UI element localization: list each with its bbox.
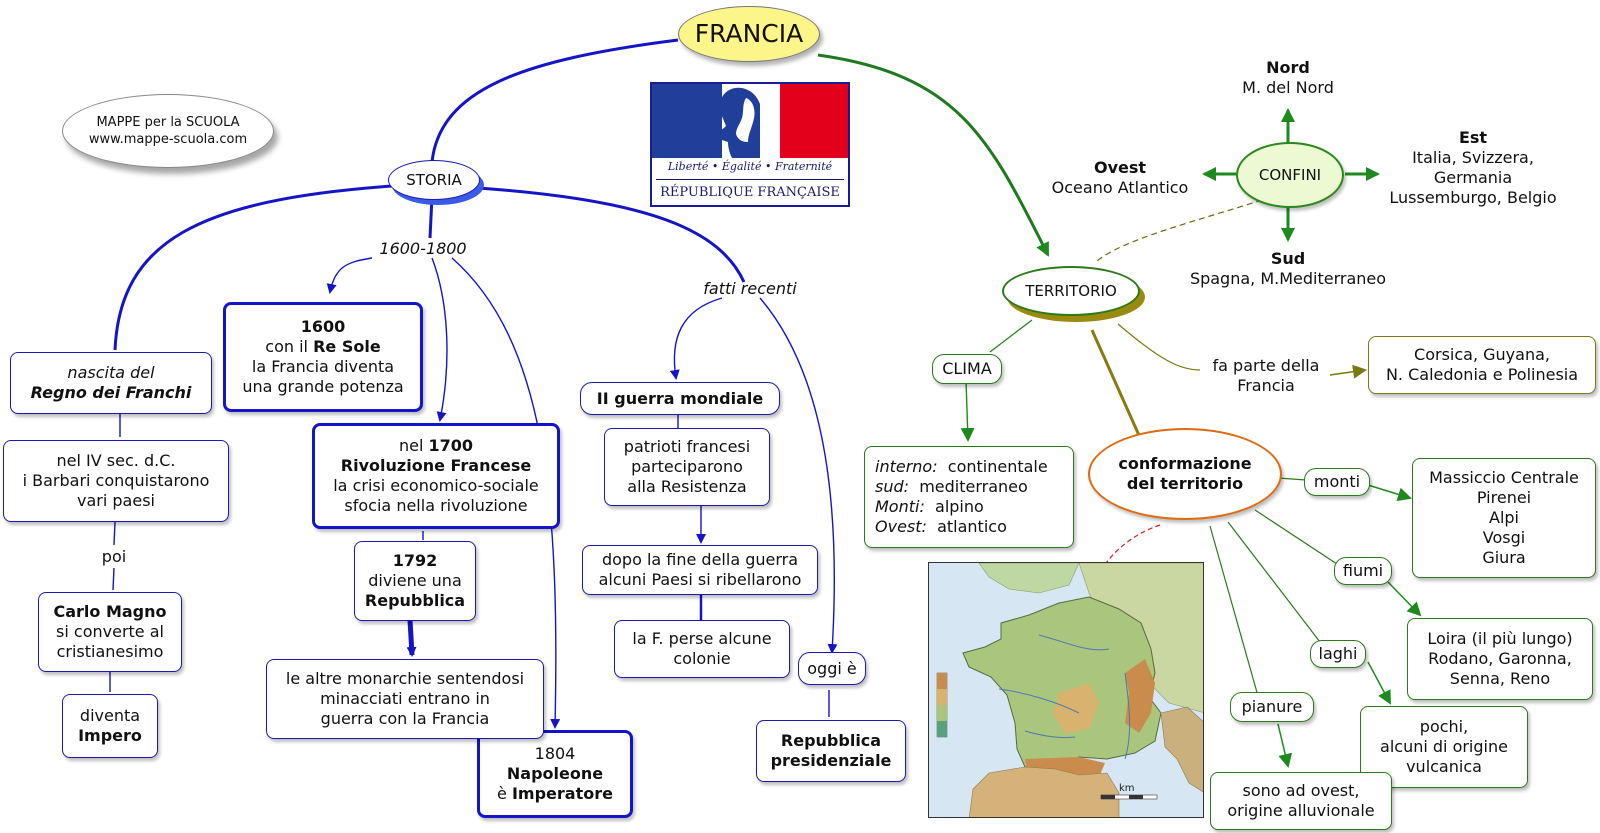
france-map-image (929, 563, 1203, 817)
title-text: FRANCIA (694, 19, 804, 48)
republique-emblem: Liberté • Égalité • Fraternité RÉPUBLIQU… (650, 82, 850, 207)
kingdom-birth-node: nascita del Regno dei Franchi (10, 352, 212, 414)
border-north: Nord M. del Nord (1242, 58, 1334, 97)
emblem-divider (656, 179, 844, 180)
period-label: 1600-1800 (379, 239, 467, 258)
today-label-node: oggi è (798, 652, 866, 685)
plains-label: pianure (1230, 692, 1314, 722)
flag-white (708, 84, 780, 158)
climate-node: CLIMA (932, 354, 1002, 384)
border-west: Ovest Oceano Atlantico (1051, 158, 1189, 197)
title-node: FRANCIA (678, 6, 820, 62)
overseas-territories-node: Corsica, Guyana, N. Caledonia e Polinesi… (1368, 336, 1596, 394)
border-east: Est Italia, Svizzera, Germania Lussembur… (1389, 128, 1557, 207)
resistance-node: patrioti francesi parteciparono alla Res… (604, 428, 770, 506)
sun-king-node: 1600 con il Re Sole la Francia diventa u… (223, 302, 423, 412)
barbarians-node: nel IV sec. d.C. i Barbari conquistarono… (3, 440, 229, 522)
emblem-name: RÉPUBLIQUE FRANÇAISE (660, 185, 840, 200)
napoleon-node: 1804 Napoleone è Imperatore (477, 730, 633, 818)
border-south: Sud Spagna, M.Mediterraneo (1189, 249, 1387, 288)
credit-node: MAPPE per la SCUOLA www.mappe-scuola.com (62, 94, 274, 168)
plains-detail-node: sono ad ovest, origine alluvionale (1210, 772, 1392, 830)
france-relief-map: km (928, 562, 1204, 818)
monarchies-war-node: le altre monarchie sentendosi minacciati… (266, 659, 544, 739)
emblem-flag (652, 84, 848, 158)
republic-node: 1792 diviene una Repubblica (354, 541, 476, 621)
ww2-node: II guerra mondiale (580, 382, 780, 415)
mountains-label: monti (1304, 468, 1370, 496)
colonies-lost-node: la F. perse alcune colonie (614, 620, 790, 678)
emblem-motto: Liberté • Égalité • Fraternité (667, 160, 833, 173)
landform-node: conformazione del territorio (1088, 428, 1282, 520)
map-scale-label: km (1119, 783, 1135, 794)
flag-red (780, 84, 848, 158)
credit-link[interactable]: www.mappe-scuola.com (88, 132, 248, 147)
marianne-profile-icon (708, 87, 760, 158)
then-label: poi (101, 547, 127, 566)
presidential-republic-node: Repubblica presidenziale (756, 720, 906, 782)
rivers-label: fiumi (1334, 557, 1392, 585)
storia-label: STORIA (406, 171, 462, 189)
storia-node: STORIA (388, 160, 480, 200)
post-war-node: dopo la fine della guerra alcuni Paesi s… (582, 545, 818, 595)
territorio-node: TERRITORIO (1002, 266, 1140, 316)
credit-line1: MAPPE per la SCUOLA (96, 115, 240, 130)
mountains-list-node: Massiccio Centrale Pirenei Alpi Vosgi Gi… (1412, 458, 1596, 578)
lakes-label: laghi (1310, 640, 1366, 668)
belongs-label: fa parte della Francia (1212, 356, 1320, 395)
rivers-list-node: Loira (il più lungo) Rodano, Garonna, Se… (1407, 618, 1593, 700)
charlemagne-node: Carlo Magno si converte al cristianesimo (38, 592, 182, 672)
flag-blue (652, 84, 722, 158)
climate-details-node: interno: continentale sud: mediterraneo … (864, 446, 1074, 548)
borders-node: CONFINI (1236, 142, 1344, 208)
empire-node: diventa Impero (62, 694, 158, 758)
revolution-node: nel 1700 Rivoluzione Francese la crisi e… (312, 423, 560, 529)
recent-facts-label: fatti recenti (703, 279, 797, 298)
